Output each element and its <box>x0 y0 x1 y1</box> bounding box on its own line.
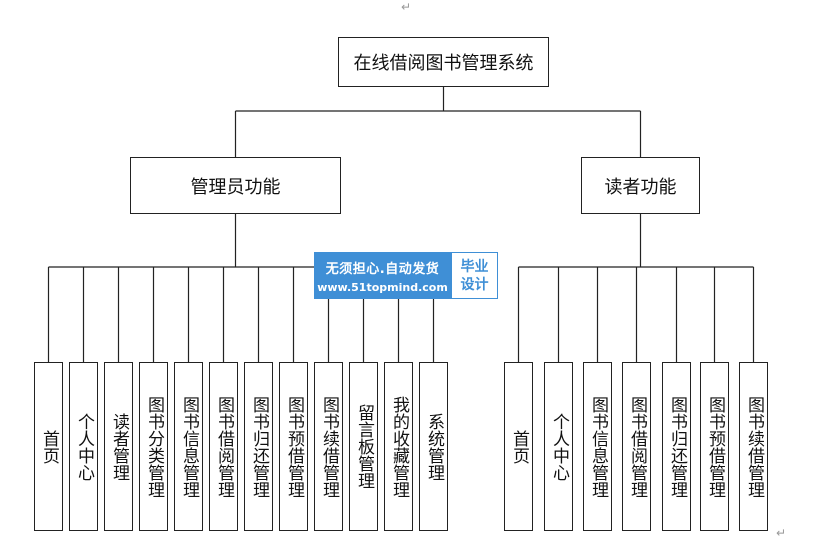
leaf-node-0-2-label: 读者管理 <box>109 412 129 481</box>
leaf-node-0-10-label: 我的收藏管理 <box>389 395 409 498</box>
branch-node-1: 读者功能 <box>581 157 700 214</box>
leaf-node-1-1: 个人中心 <box>544 362 573 531</box>
leaf-node-0-4: 图书信息管理 <box>174 362 203 531</box>
root-node-label: 在线借阅图书管理系统 <box>353 53 534 74</box>
leaf-node-1-5-label: 图书预借管理 <box>705 395 725 498</box>
leaf-node-0-3: 图书分类管理 <box>139 362 168 531</box>
leaf-node-1-6-label: 图书续借管理 <box>744 395 764 498</box>
leaf-node-1-0: 首页 <box>504 362 533 531</box>
leaf-node-1-5: 图书预借管理 <box>700 362 729 531</box>
leaf-node-1-6: 图书续借管理 <box>739 362 768 531</box>
leaf-node-0-7: 图书预借管理 <box>279 362 308 531</box>
leaf-node-1-2-label: 图书信息管理 <box>588 395 608 498</box>
leaf-node-0-0: 首页 <box>34 362 63 531</box>
leaf-node-1-3: 图书借阅管理 <box>622 362 651 531</box>
watermark-slogan: 无须担心.自动发货 <box>325 261 440 277</box>
leaf-node-0-6: 图书归还管理 <box>244 362 273 531</box>
leaf-node-0-8: 图书续借管理 <box>314 362 343 531</box>
leaf-node-0-9: 留言板管理 <box>349 362 378 531</box>
leaf-node-0-4-label: 图书信息管理 <box>179 395 199 498</box>
watermark-url: www.51topmind.com <box>317 280 448 294</box>
leaf-node-1-3-label: 图书借阅管理 <box>627 395 647 498</box>
leaf-node-1-2: 图书信息管理 <box>583 362 612 531</box>
leaf-node-0-10: 我的收藏管理 <box>384 362 413 531</box>
leaf-node-1-4-label: 图书归还管理 <box>667 395 687 498</box>
leaf-node-0-0-label: 首页 <box>39 429 59 464</box>
paragraph-mark-top: ↵ <box>401 0 412 14</box>
leaf-node-0-5: 图书借阅管理 <box>209 362 238 531</box>
leaf-node-0-9-label: 留言板管理 <box>354 404 374 489</box>
leaf-node-1-1-label: 个人中心 <box>549 412 569 481</box>
root-node: 在线借阅图书管理系统 <box>338 37 549 87</box>
leaf-node-0-2: 读者管理 <box>104 362 133 531</box>
leaf-node-0-11: 系统管理 <box>419 362 448 531</box>
leaf-node-0-1-label: 个人中心 <box>74 412 94 481</box>
paragraph-mark-bottom: ↵ <box>776 526 787 540</box>
leaf-node-0-3-label: 图书分类管理 <box>144 395 164 498</box>
leaf-node-1-4: 图书归还管理 <box>662 362 691 531</box>
leaf-node-1-0-label: 首页 <box>509 429 529 464</box>
branch-node-0-label: 管理员功能 <box>190 176 281 198</box>
leaf-node-0-1: 个人中心 <box>69 362 98 531</box>
watermark-badge-line1: 毕业 <box>460 258 489 275</box>
watermark-badge-line2: 设计 <box>460 276 489 293</box>
watermark-badge: 毕业 设计 <box>451 252 498 299</box>
leaf-node-0-5-label: 图书借阅管理 <box>214 395 234 498</box>
leaf-node-0-7-label: 图书预借管理 <box>284 395 304 498</box>
watermark-banner: 无须担心.自动发货 www.51topmind.com <box>314 252 451 299</box>
branch-node-0: 管理员功能 <box>130 157 341 214</box>
branch-node-1-label: 读者功能 <box>604 176 677 198</box>
leaf-node-0-8-label: 图书续借管理 <box>319 395 339 498</box>
leaf-node-0-6-label: 图书归还管理 <box>249 395 269 498</box>
leaf-node-0-11-label: 系统管理 <box>424 412 444 481</box>
